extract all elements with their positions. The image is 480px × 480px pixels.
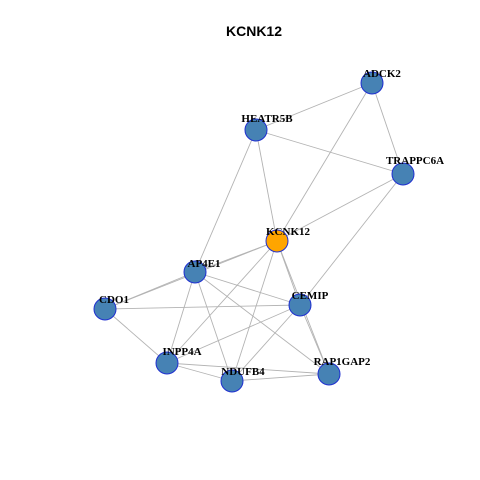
node-label-cemip: CEMIP (292, 290, 329, 302)
node-kcnk12 (265, 229, 289, 253)
node-layer (93, 71, 415, 393)
edge-cdo1-inpp4a (104, 308, 168, 364)
edge-cdo1-cemip (104, 304, 301, 310)
edge-ap4e1-cemip (194, 271, 301, 306)
edge-adck2-kcnk12 (276, 82, 373, 242)
edge-adck2-trappc6a (371, 82, 404, 175)
node-label-trappc6a: TRAPPC6A (386, 155, 444, 167)
node-label-cdo1: CDO1 (99, 294, 129, 306)
edge-heatr5b-ap4e1 (194, 129, 257, 273)
diagram-title: KCNK12 (226, 23, 282, 39)
edge-trappc6a-cemip (299, 173, 404, 306)
edge-kcnk12-ndufb4 (231, 240, 278, 382)
node-label-ap4e1: AP4E1 (188, 258, 221, 270)
node-cemip (288, 293, 312, 317)
node-ndufb4 (220, 369, 244, 393)
node-label-inpp4a: INPP4A (162, 346, 201, 358)
edge-cemip-rap1gap2 (299, 304, 330, 375)
edge-kcnk12-inpp4a (166, 240, 278, 364)
node-label-ndufb4: NDUFB4 (221, 366, 265, 378)
edge-trappc6a-kcnk12 (276, 173, 404, 242)
node-cdo1 (93, 297, 117, 321)
edge-adck2-heatr5b (255, 82, 373, 131)
edge-cemip-inpp4a (166, 304, 301, 364)
node-inpp4a (155, 351, 179, 375)
node-rap1gap2 (317, 362, 341, 386)
edge-ap4e1-rap1gap2 (194, 271, 330, 375)
node-label-adck2: ADCK2 (363, 68, 401, 80)
node-trappc6a (391, 162, 415, 186)
edge-ndufb4-rap1gap2 (231, 373, 330, 382)
edge-heatr5b-trappc6a (255, 129, 404, 175)
edge-ap4e1-cdo1 (104, 271, 196, 310)
edge-inpp4a-rap1gap2 (166, 362, 330, 375)
node-adck2 (360, 71, 384, 95)
node-ap4e1 (183, 260, 207, 284)
node-label-heatr5b: HEATR5B (241, 113, 293, 125)
node-label-rap1gap2: RAP1GAP2 (314, 356, 371, 368)
edge-ap4e1-inpp4a (166, 271, 196, 364)
edge-ap4e1-ndufb4 (194, 271, 233, 382)
node-heatr5b (244, 118, 268, 142)
node-label-kcnk12: KCNK12 (266, 226, 311, 238)
edge-heatr5b-kcnk12 (255, 129, 278, 242)
